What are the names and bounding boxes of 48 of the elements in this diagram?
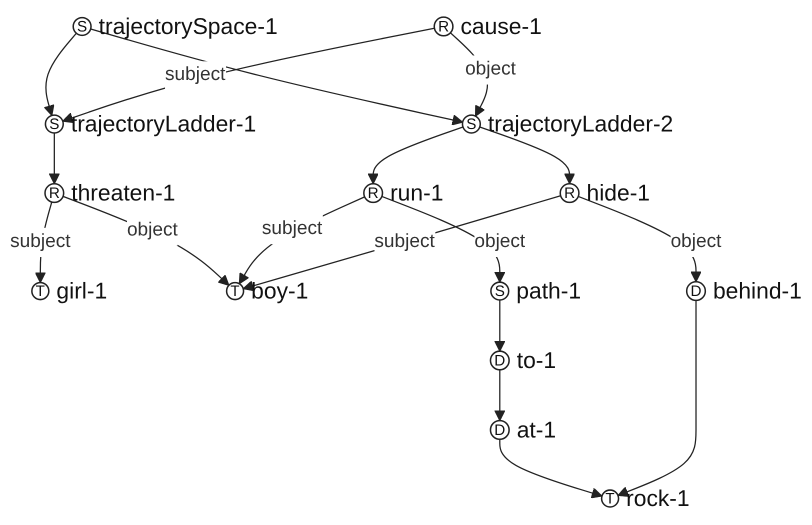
node-circle: R [434,16,454,37]
edge-label: subject [374,230,435,252]
edge-label: subject [262,218,322,240]
node-circle: T [31,282,50,300]
edge-label: object [474,230,526,252]
node-circle: S [72,16,92,36]
node-circle: D [490,350,510,371]
node-circle: R [560,183,580,204]
arrow [494,370,506,422]
node-caption: threaten-1 [71,180,176,206]
node-caption: rock-1 [626,485,690,512]
node-circle: D [490,420,510,440]
node-caption: trajectorySpace-1 [98,13,278,40]
node-circle: T [226,282,244,300]
node-caption: cause-1 [460,13,542,40]
arrow [238,196,365,284]
arrow [48,132,60,184]
arrow [90,28,464,126]
node-caption: path-1 [516,278,582,304]
node-caption: trajectoryLadder-2 [488,110,674,137]
arrow [480,126,576,184]
edge-label: object [465,58,516,80]
node-circle: S [44,114,64,134]
arrow [44,32,77,116]
arrow [499,439,602,498]
arrow [368,126,464,184]
node-circle: S [490,281,510,301]
arrow [62,28,435,124]
node-caption: run-1 [390,180,444,206]
node-caption: hide-1 [586,180,650,206]
node-caption: to-1 [516,347,556,374]
node-caption: boy-1 [251,278,308,304]
arrow [617,300,697,497]
edge-label: object [670,230,722,252]
node-caption: girl-1 [56,278,108,304]
node-caption: behind-1 [712,278,802,304]
edge-label: subject [165,64,226,86]
edge-label: subject [10,230,71,252]
node-circle: R [44,183,64,204]
node-caption: at-1 [516,416,556,443]
arrow [62,196,230,286]
arrow [494,300,506,352]
edge-label: object [126,218,178,240]
node-circle: T [600,489,620,508]
node-circle: R [363,183,384,204]
node-caption: trajectoryLadder-1 [70,110,256,137]
node-circle: D [686,281,706,302]
node-circle: S [462,114,482,134]
